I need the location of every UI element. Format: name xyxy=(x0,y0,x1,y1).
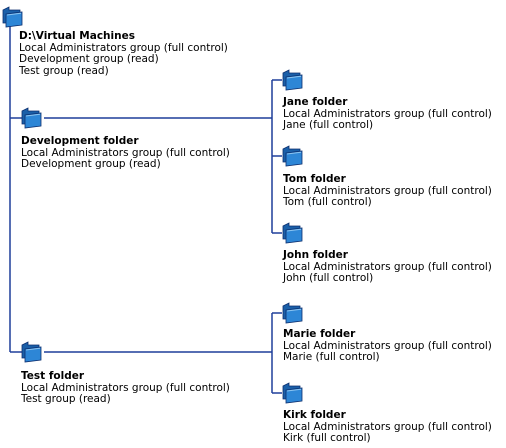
node-development: Development folder Local Administrators … xyxy=(21,135,230,171)
permission-entry: Tom (full control) xyxy=(283,196,372,208)
node-title: D:\Virtual Machines xyxy=(19,30,135,42)
permission-entry: Local Administrators group (full control… xyxy=(283,260,492,273)
folder-icon xyxy=(2,6,23,28)
folder-icon xyxy=(282,222,303,244)
node-title: Tom folder xyxy=(283,173,346,185)
permission-entry: Local Administrators group (full control… xyxy=(21,146,230,159)
node-root: D:\Virtual Machines Local Administrators… xyxy=(19,30,228,77)
node-title: Development folder xyxy=(21,135,139,147)
node-marie: Marie folder Local Administrators group … xyxy=(283,328,492,364)
node-title: Marie folder xyxy=(283,328,356,340)
node-test: Test folder Local Administrators group (… xyxy=(21,370,230,406)
folder-icon xyxy=(21,107,42,129)
permission-entry: Kirk (full control) xyxy=(283,432,371,444)
permission-entry: Development group (read) xyxy=(21,158,161,170)
folder-icon xyxy=(282,69,303,91)
folder-icon xyxy=(282,145,303,167)
permission-entry: John (full control) xyxy=(283,272,374,284)
permission-entry: Local Administrators group (full control… xyxy=(19,41,228,54)
permission-entry: Test group (read) xyxy=(19,64,109,77)
folder-icon xyxy=(21,341,42,363)
permission-entry: Local Administrators group (full control… xyxy=(283,184,492,197)
permission-entry: Local Administrators group (full control… xyxy=(283,420,492,433)
node-title: Test folder xyxy=(21,370,85,382)
folder-icon xyxy=(282,382,303,404)
node-kirk: Kirk folder Local Administrators group (… xyxy=(283,409,492,445)
permission-entry: Test group (read) xyxy=(21,393,111,405)
permission-entry: Local Administrators group (full control… xyxy=(21,381,230,394)
node-john: John folder Local Administrators group (… xyxy=(283,249,492,285)
permission-entry: Development group (read) xyxy=(19,53,159,65)
permission-entry: Local Administrators group (full control… xyxy=(283,339,492,352)
node-title: Jane folder xyxy=(283,96,348,108)
permission-entry: Marie (full control) xyxy=(283,351,380,363)
node-tom: Tom folder Local Administrators group (f… xyxy=(283,173,492,209)
node-title: John folder xyxy=(283,249,348,261)
folder-icon xyxy=(282,302,303,324)
permission-entry: Local Administrators group (full control… xyxy=(283,107,492,120)
node-title: Kirk folder xyxy=(283,409,346,421)
permission-entry: Jane (full control) xyxy=(283,119,374,131)
node-jane: Jane folder Local Administrators group (… xyxy=(283,96,492,132)
